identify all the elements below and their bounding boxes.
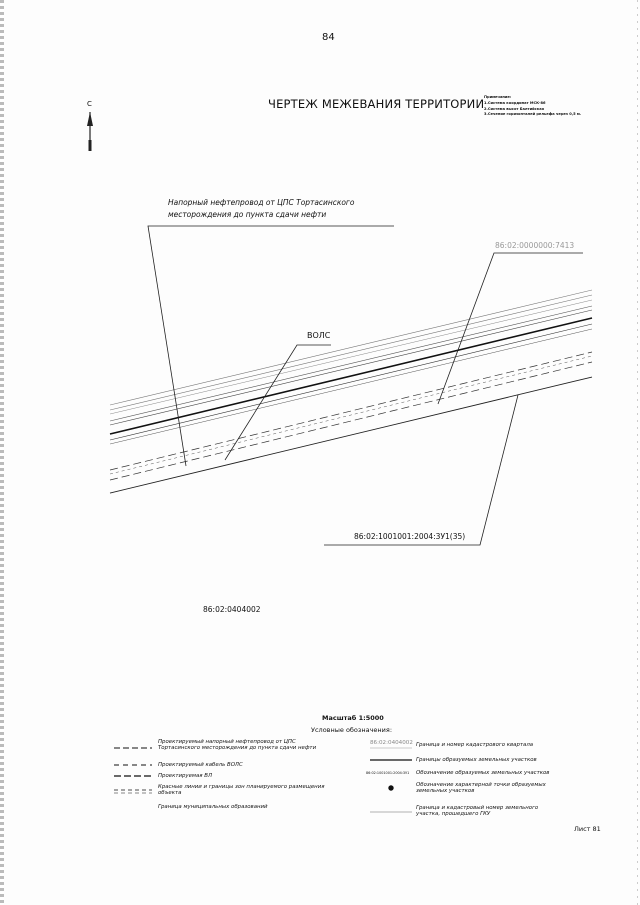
legend-item-vols: Проектируемый кабель ВОЛС — [158, 762, 243, 768]
legend-quarter-symbol: 86:02:0404002 — [370, 740, 413, 746]
pipeline-label-line: Напорный нефтепровод от ЦПС Тортасинског… — [168, 197, 355, 207]
cadastral-number-top: 86:02:0000000:7413 — [495, 241, 575, 250]
notes-line: 2.Система высот Балтийская — [484, 106, 544, 111]
page-title: ЧЕРТЕЖ МЕЖЕВАНИЯ ТЕРРИТОРИИ — [268, 97, 485, 111]
legend-text: Граница и кадастровый номер земельного — [416, 805, 539, 811]
pipeline-label-line: месторождения до пункта сдачи нефти — [168, 209, 327, 219]
scan-edge-right — [637, 0, 638, 905]
vols-leader — [224, 344, 331, 461]
legend-text: Граница муниципальных образований — [158, 804, 268, 810]
cadastral-bottom-leader — [324, 394, 519, 546]
corridor-line — [109, 294, 593, 411]
legend-text: участка, прошедшего ГКУ — [416, 811, 491, 818]
corridor-line — [109, 305, 593, 422]
legend-parcel-code-symbol: 86:02:1001001:2004:3У1 — [366, 771, 410, 775]
scan-edge-left — [0, 0, 4, 905]
corridor-line — [109, 323, 593, 441]
legend-text: Проектируемый напорный нефтепровод от ЦП… — [158, 739, 296, 745]
legend-item-gku: Граница и кадастровый номер земельного у… — [416, 805, 538, 818]
legend-item-quarter: Граница и номер кадастрового квартала — [416, 742, 533, 748]
legend-text: Границы образуемых земельных участков — [416, 757, 537, 763]
municipality-code: 86:02:0404002 — [203, 605, 261, 614]
legend-text: Обозначение характерной точки образуемых — [416, 782, 546, 788]
notes-heading: Примечание: — [484, 95, 512, 99]
scale-label: Масштаб 1:5000 — [322, 714, 384, 722]
legend-item-pipeline: Проектируемый напорный нефтепровод от ЦП… — [158, 739, 316, 752]
corridor-line — [109, 299, 593, 415]
notes-block: Примечание: 1.Система координат МСК-86 2… — [484, 95, 581, 118]
pipeline-label: Напорный нефтепровод от ЦПС Тортасинског… — [168, 196, 354, 220]
leader-lines — [147, 225, 583, 546]
pipeline-line — [109, 351, 593, 471]
legend-point-icon — [388, 785, 394, 791]
legend-text: Граница и номер кадастрового квартала — [416, 742, 534, 748]
north-letter: С — [87, 100, 92, 108]
vl-line — [109, 317, 593, 435]
legend-item-vl: Проектируемая ВЛ — [158, 773, 212, 779]
legend-text: объекта — [158, 790, 182, 797]
legend-title: Условные обозначения: — [311, 726, 393, 734]
notes-line: 3.Сечение горизонталей рельефа через 0,5… — [484, 112, 582, 117]
page-number: 84 — [322, 32, 335, 43]
legend-item-parcel-designation: Обозначение образуемых земельных участко… — [416, 770, 549, 776]
legend-symbols-right — [370, 747, 412, 813]
legend-item-red-lines: Красные линии и границы зон планируемого… — [158, 784, 324, 797]
notes-line: 1.Система координат МСК-86 — [484, 100, 546, 105]
cadastral-number-bottom: 86:02:1001001:2004:3У1(35) — [354, 532, 466, 541]
legend-text: Обозначение образуемых земельных участко… — [416, 770, 550, 776]
zone-boundary-line — [109, 361, 593, 481]
vols-label: ВОЛС — [307, 331, 331, 340]
legend-text: Проектируемая ВЛ — [158, 773, 212, 779]
legend-item-parcels: Границы образуемых земельных участков — [416, 757, 537, 763]
legend-text: Тортасинского месторождения до пункта сд… — [158, 745, 317, 752]
corridor-line — [109, 289, 593, 406]
vols-cable-line — [109, 355, 593, 475]
legend-text: Проектируемый кабель ВОЛС — [158, 762, 243, 768]
parcel-boundary-line — [109, 376, 593, 494]
corridor-lines — [109, 289, 593, 494]
legend-text: Красные линии и границы зон планируемого… — [158, 784, 325, 790]
corridor-line — [109, 309, 593, 426]
cadastral-top-leader — [437, 252, 583, 405]
legend-text: земельных участков — [416, 788, 475, 795]
sheet-number: Лист 81 — [574, 825, 601, 833]
north-arrow-icon — [87, 112, 93, 151]
legend-item-municipal: Граница муниципальных образований — [158, 804, 268, 810]
legend-item-point: Обозначение характерной точки образуемых… — [416, 782, 546, 795]
pipeline-leader — [147, 225, 394, 467]
corridor-line — [109, 328, 593, 445]
legend-symbols-left — [114, 747, 152, 794]
